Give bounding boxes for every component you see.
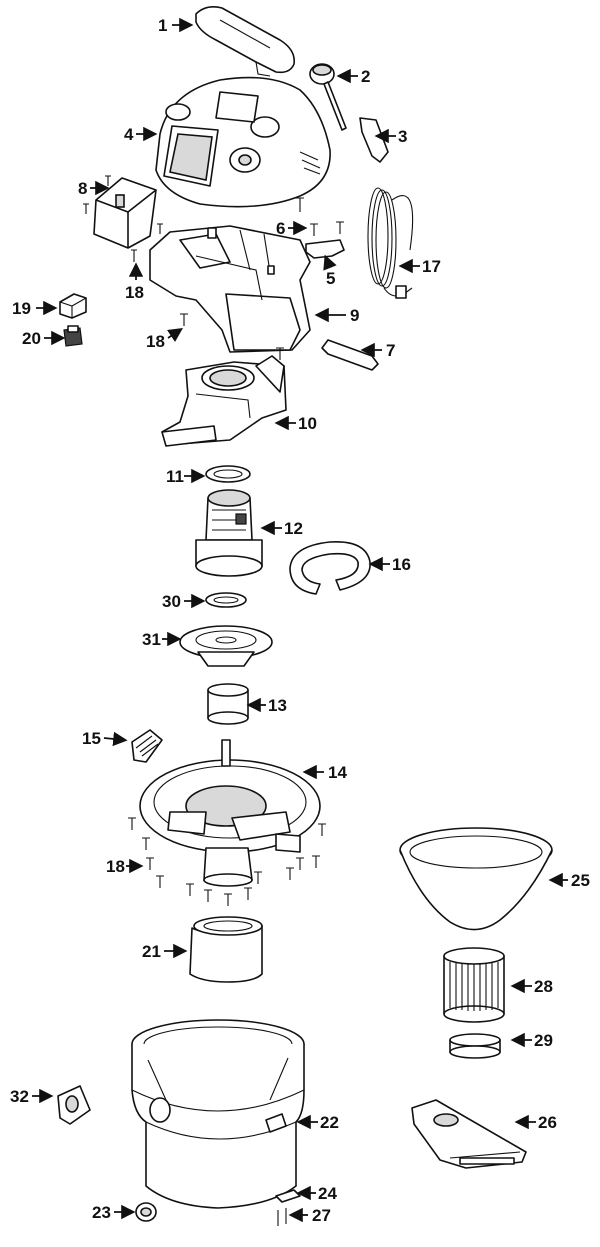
callout-12: 12: [284, 519, 303, 538]
callout-17: 17: [422, 257, 441, 276]
callout-24: 24: [318, 1184, 337, 1203]
screws-group-18-upper: [180, 313, 284, 360]
callout-16: 16: [392, 555, 411, 574]
callout-3: 3: [398, 127, 407, 146]
callout-8: 7: [386, 341, 395, 360]
callout-1: 1: [158, 16, 167, 35]
part-knob: [309, 63, 347, 131]
part-gasket-30: [205, 592, 247, 608]
part-gasket-11: [205, 465, 251, 483]
callout-20: 20: [22, 329, 41, 348]
callout-15: 15: [82, 729, 101, 748]
callout-18c: 18: [106, 857, 125, 876]
part-drum: [131, 1019, 305, 1209]
callout-27: 27: [312, 1206, 331, 1225]
part-bar: [321, 339, 379, 371]
part-filter-ring: [449, 1033, 501, 1059]
part-handle: [195, 6, 296, 77]
part-pins: [277, 1208, 287, 1226]
callout-26: 26: [538, 1113, 557, 1132]
callout-7: 8: [78, 179, 87, 198]
part-float-cage: [131, 729, 163, 763]
arrow-5: [323, 254, 337, 271]
callout-5: 5: [326, 269, 335, 288]
part-band: [289, 541, 371, 595]
callout-4: 4: [124, 125, 134, 144]
arrow-15: [103, 731, 128, 747]
callout-22: 22: [320, 1113, 339, 1132]
part-lid: [139, 739, 321, 887]
part-motor-frame: [149, 225, 311, 353]
part-switch-box: [93, 177, 157, 249]
part-top-housing: [155, 76, 331, 208]
part-foam-cylinder: [207, 683, 249, 725]
part-power-cord: [367, 187, 414, 299]
part-cartridge-filter: [443, 947, 505, 1023]
callout-29: 29: [534, 1031, 553, 1050]
callout-23: 23: [92, 1203, 111, 1222]
callout-32: 32: [10, 1087, 29, 1106]
callout-30: 30: [162, 592, 181, 611]
callout-13: 13: [268, 696, 287, 715]
callout-9: 9: [350, 306, 359, 325]
part-clip: [359, 117, 389, 163]
screws-group-18-lid: [128, 817, 326, 906]
callout-10: 10: [298, 414, 317, 433]
callout-21: 21: [142, 942, 161, 961]
callout-31: 31: [142, 630, 161, 649]
callout-25: 25: [571, 871, 590, 890]
callout-2: 2: [361, 67, 370, 86]
part-caster: [135, 1202, 157, 1222]
callout-14: 14: [328, 763, 347, 782]
arrow-18b: [167, 328, 183, 342]
callout-18b: 18: [146, 332, 165, 351]
callout-6: 6: [276, 219, 285, 238]
part-caster-bracket: [57, 1085, 91, 1125]
part-switch-cover: [59, 293, 87, 319]
part-cloth-filter: [399, 827, 553, 931]
callout-28: 28: [534, 977, 553, 996]
part-collection-bag: [411, 1099, 527, 1169]
part-latch: [305, 239, 345, 259]
screws-group-7: [83, 175, 163, 262]
callout-19: 19: [12, 299, 31, 318]
part-foam-sleeve: [189, 916, 263, 983]
part-motor-housing: [161, 355, 287, 447]
callout-18a: 18: [125, 283, 144, 302]
screws-group-6: [296, 197, 344, 236]
part-motor: [195, 489, 263, 577]
part-diaphragm: [179, 625, 273, 667]
part-switch: [63, 325, 83, 347]
callout-11: 11: [166, 467, 184, 486]
